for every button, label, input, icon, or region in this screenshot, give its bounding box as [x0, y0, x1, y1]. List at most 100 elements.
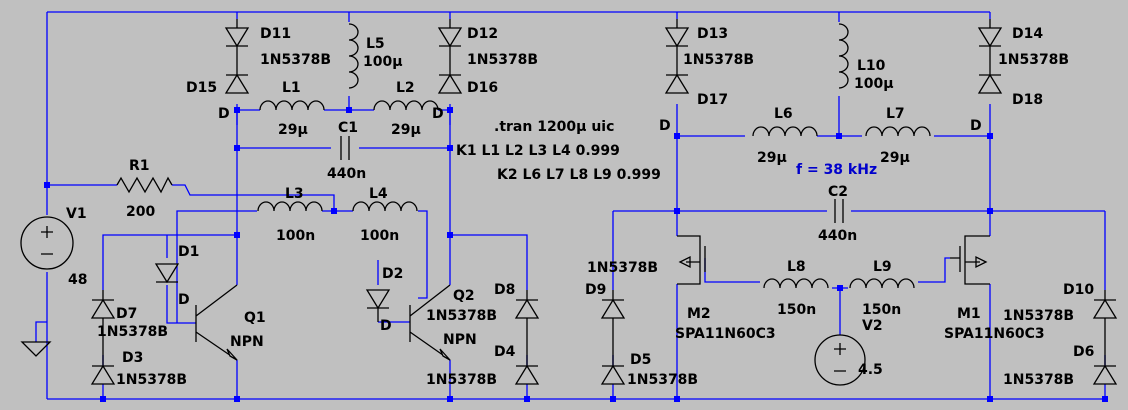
d16-name: D16	[467, 80, 498, 96]
d8-diode[interactable]	[514, 290, 540, 319]
q1-transistor[interactable]	[195, 284, 238, 361]
d8-name: D8	[494, 282, 515, 298]
l5-name: L5	[366, 36, 385, 52]
rail-wires	[47, 11, 1105, 400]
d9-value: 1N5378B	[587, 260, 658, 276]
l6-name: L6	[774, 106, 793, 122]
net-d-4: D	[380, 318, 392, 334]
m1-name: M1	[957, 306, 981, 322]
d15-name: D15	[186, 80, 217, 96]
l1-inductor[interactable]	[259, 100, 325, 111]
d5-diode[interactable]	[600, 318, 626, 385]
l1-name: L1	[282, 80, 301, 96]
d7-diode[interactable]	[90, 290, 116, 319]
d16-diode[interactable]	[437, 46, 463, 94]
d1-wire	[166, 235, 196, 324]
directive-k1: K1 L1 L2 L3 L4 0.999	[456, 143, 620, 159]
base-wire	[176, 210, 428, 323]
net-d-3: D	[178, 292, 190, 308]
labels: D11 1N5378B D15 L5 100µ D12 1N5378B D16 …	[66, 26, 1094, 388]
m-source-wire	[676, 284, 991, 399]
d18-diode[interactable]	[977, 46, 1003, 94]
d5-name: D5	[630, 352, 651, 368]
d3-name: D3	[122, 350, 143, 366]
d4-diode[interactable]	[514, 318, 540, 385]
d3-value: 1N5378B	[116, 372, 187, 388]
d1-diode[interactable]	[154, 263, 180, 284]
l4-inductor[interactable]	[352, 201, 418, 212]
l8-name: L8	[787, 259, 806, 275]
net-d-2: D	[432, 106, 444, 122]
c2-capacitor[interactable]	[834, 199, 844, 223]
d14-name: D14	[1012, 26, 1043, 42]
emitter-wire	[236, 360, 451, 399]
m1-value: SPA11N60C3	[944, 326, 1045, 342]
v1-name: V1	[66, 206, 87, 222]
net-d-6: D	[970, 118, 982, 134]
l9-name: L9	[873, 259, 892, 275]
l8-inductor[interactable]	[763, 278, 829, 289]
q2-value: NPN	[443, 332, 477, 348]
d7-name: D7	[116, 306, 137, 322]
d13-diode[interactable]	[664, 19, 690, 48]
l4-value: 100n	[360, 228, 399, 244]
ground-symbol	[20, 341, 52, 357]
d2-name: D2	[382, 266, 403, 282]
d7-value: 1N5378B	[97, 324, 168, 340]
l7-inductor[interactable]	[865, 126, 931, 137]
l7-name: L7	[886, 106, 905, 122]
v1-source[interactable]	[20, 216, 74, 270]
c1-capacitor[interactable]	[340, 136, 350, 160]
d9-name: D9	[585, 282, 606, 298]
l10-inductor[interactable]	[838, 23, 849, 89]
d14-diode[interactable]	[977, 19, 1003, 48]
m1-mosfet[interactable]	[950, 235, 990, 285]
d6-value: 1N5378B	[1003, 372, 1074, 388]
d12-name: D12	[467, 26, 498, 42]
d6-name: D6	[1073, 344, 1094, 360]
d17-name: D17	[697, 92, 728, 108]
d1-name: D1	[178, 244, 199, 260]
l3-value: 100n	[276, 228, 315, 244]
m2-mosfet[interactable]	[677, 235, 706, 285]
l1-value: 29µ	[278, 122, 308, 138]
c1-value: 440n	[327, 166, 366, 182]
d10-diode[interactable]	[1092, 290, 1118, 319]
d10-name: D10	[1063, 282, 1094, 298]
d8-value: 1N5378B	[426, 308, 497, 324]
l6-inductor[interactable]	[752, 126, 818, 137]
d17-diode[interactable]	[664, 46, 690, 94]
d13-name: D13	[697, 26, 728, 42]
d11-diode[interactable]	[224, 19, 250, 48]
d15-diode[interactable]	[224, 46, 250, 94]
q2-transistor[interactable]	[409, 284, 451, 361]
drain-wire	[676, 136, 991, 211]
l2-inductor[interactable]	[373, 100, 439, 111]
l5-inductor[interactable]	[348, 23, 359, 89]
m2-name: M2	[687, 306, 711, 322]
d2-diode[interactable]	[365, 289, 391, 322]
l10-value: 100µ	[854, 76, 894, 92]
m2-value: SPA11N60C3	[675, 326, 776, 342]
q1-value: NPN	[230, 334, 264, 350]
l9-inductor[interactable]	[849, 278, 915, 289]
d12-diode[interactable]	[437, 19, 463, 48]
q2-name: Q2	[453, 288, 475, 304]
r1-resistor[interactable]	[116, 176, 173, 194]
c2-value: 440n	[818, 228, 857, 244]
l10-name: L10	[857, 58, 886, 74]
d3-diode[interactable]	[90, 318, 116, 385]
l3-name: L3	[285, 186, 304, 202]
l4-name: L4	[369, 186, 388, 202]
c2-name: C2	[828, 184, 848, 200]
l8-value: 150n	[777, 302, 816, 318]
l2-name: L2	[396, 80, 415, 96]
d2-wire	[377, 260, 410, 323]
v2-source[interactable]	[814, 334, 866, 386]
net-d-1: D	[218, 106, 230, 122]
l3-inductor[interactable]	[257, 201, 323, 212]
l7-value: 29µ	[880, 150, 910, 166]
d6-diode[interactable]	[1092, 318, 1118, 385]
